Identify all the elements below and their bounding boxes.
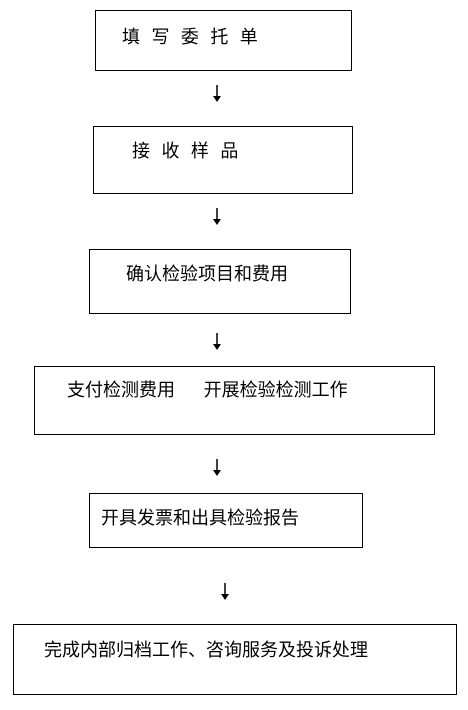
step-box-archive-service-complaint bbox=[13, 624, 457, 695]
step-box-invoice-report bbox=[89, 493, 363, 548]
arrow-down-icon bbox=[212, 85, 222, 103]
arrow-down-icon bbox=[212, 333, 222, 351]
step-label-fill-commission: 填 写 委 托 单 bbox=[122, 27, 258, 48]
step-label-archive-service-complaint: 完成内部归档工作、咨询服务及投诉处理 bbox=[44, 640, 368, 661]
step-label-receive-sample: 接 收 样 品 bbox=[132, 141, 239, 162]
arrow-down-icon bbox=[212, 459, 222, 477]
arrow-down-icon bbox=[212, 208, 222, 226]
step-label-confirm-items-fees: 确认检验项目和费用 bbox=[126, 264, 288, 285]
arrow-down-icon bbox=[220, 583, 230, 601]
step-label-pay-and-test: 支付检测费用 开展检验检测工作 bbox=[67, 380, 348, 401]
step-box-confirm-items-fees bbox=[89, 249, 351, 314]
step-box-fill-commission bbox=[95, 10, 352, 71]
step-label-invoice-report: 开具发票和出具检验报告 bbox=[101, 508, 299, 529]
step-box-pay-and-test bbox=[34, 366, 435, 435]
step-box-receive-sample bbox=[93, 126, 353, 194]
